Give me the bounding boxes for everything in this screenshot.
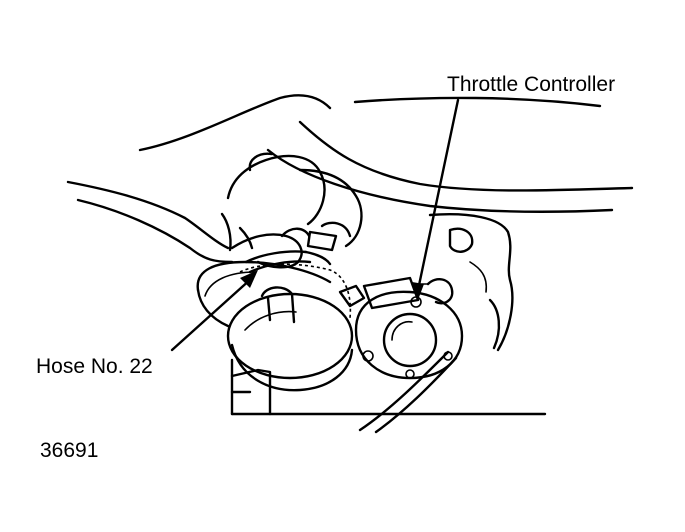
hose-label: Hose No. 22 <box>36 355 153 378</box>
hose-no-22 <box>244 250 332 274</box>
figure-number: 36691 <box>40 439 99 462</box>
hose-leader <box>170 270 258 352</box>
engine-block <box>230 213 547 416</box>
vacuum-diaphragm <box>226 263 354 392</box>
housing-curves <box>266 96 634 213</box>
throttle-controller-leader <box>412 98 460 300</box>
throttle-controller-label: Throttle Controller <box>447 73 616 96</box>
lower-bracket <box>230 368 272 416</box>
control-cable <box>358 350 458 434</box>
hand <box>66 94 363 269</box>
throttle-controller-body <box>338 276 464 380</box>
